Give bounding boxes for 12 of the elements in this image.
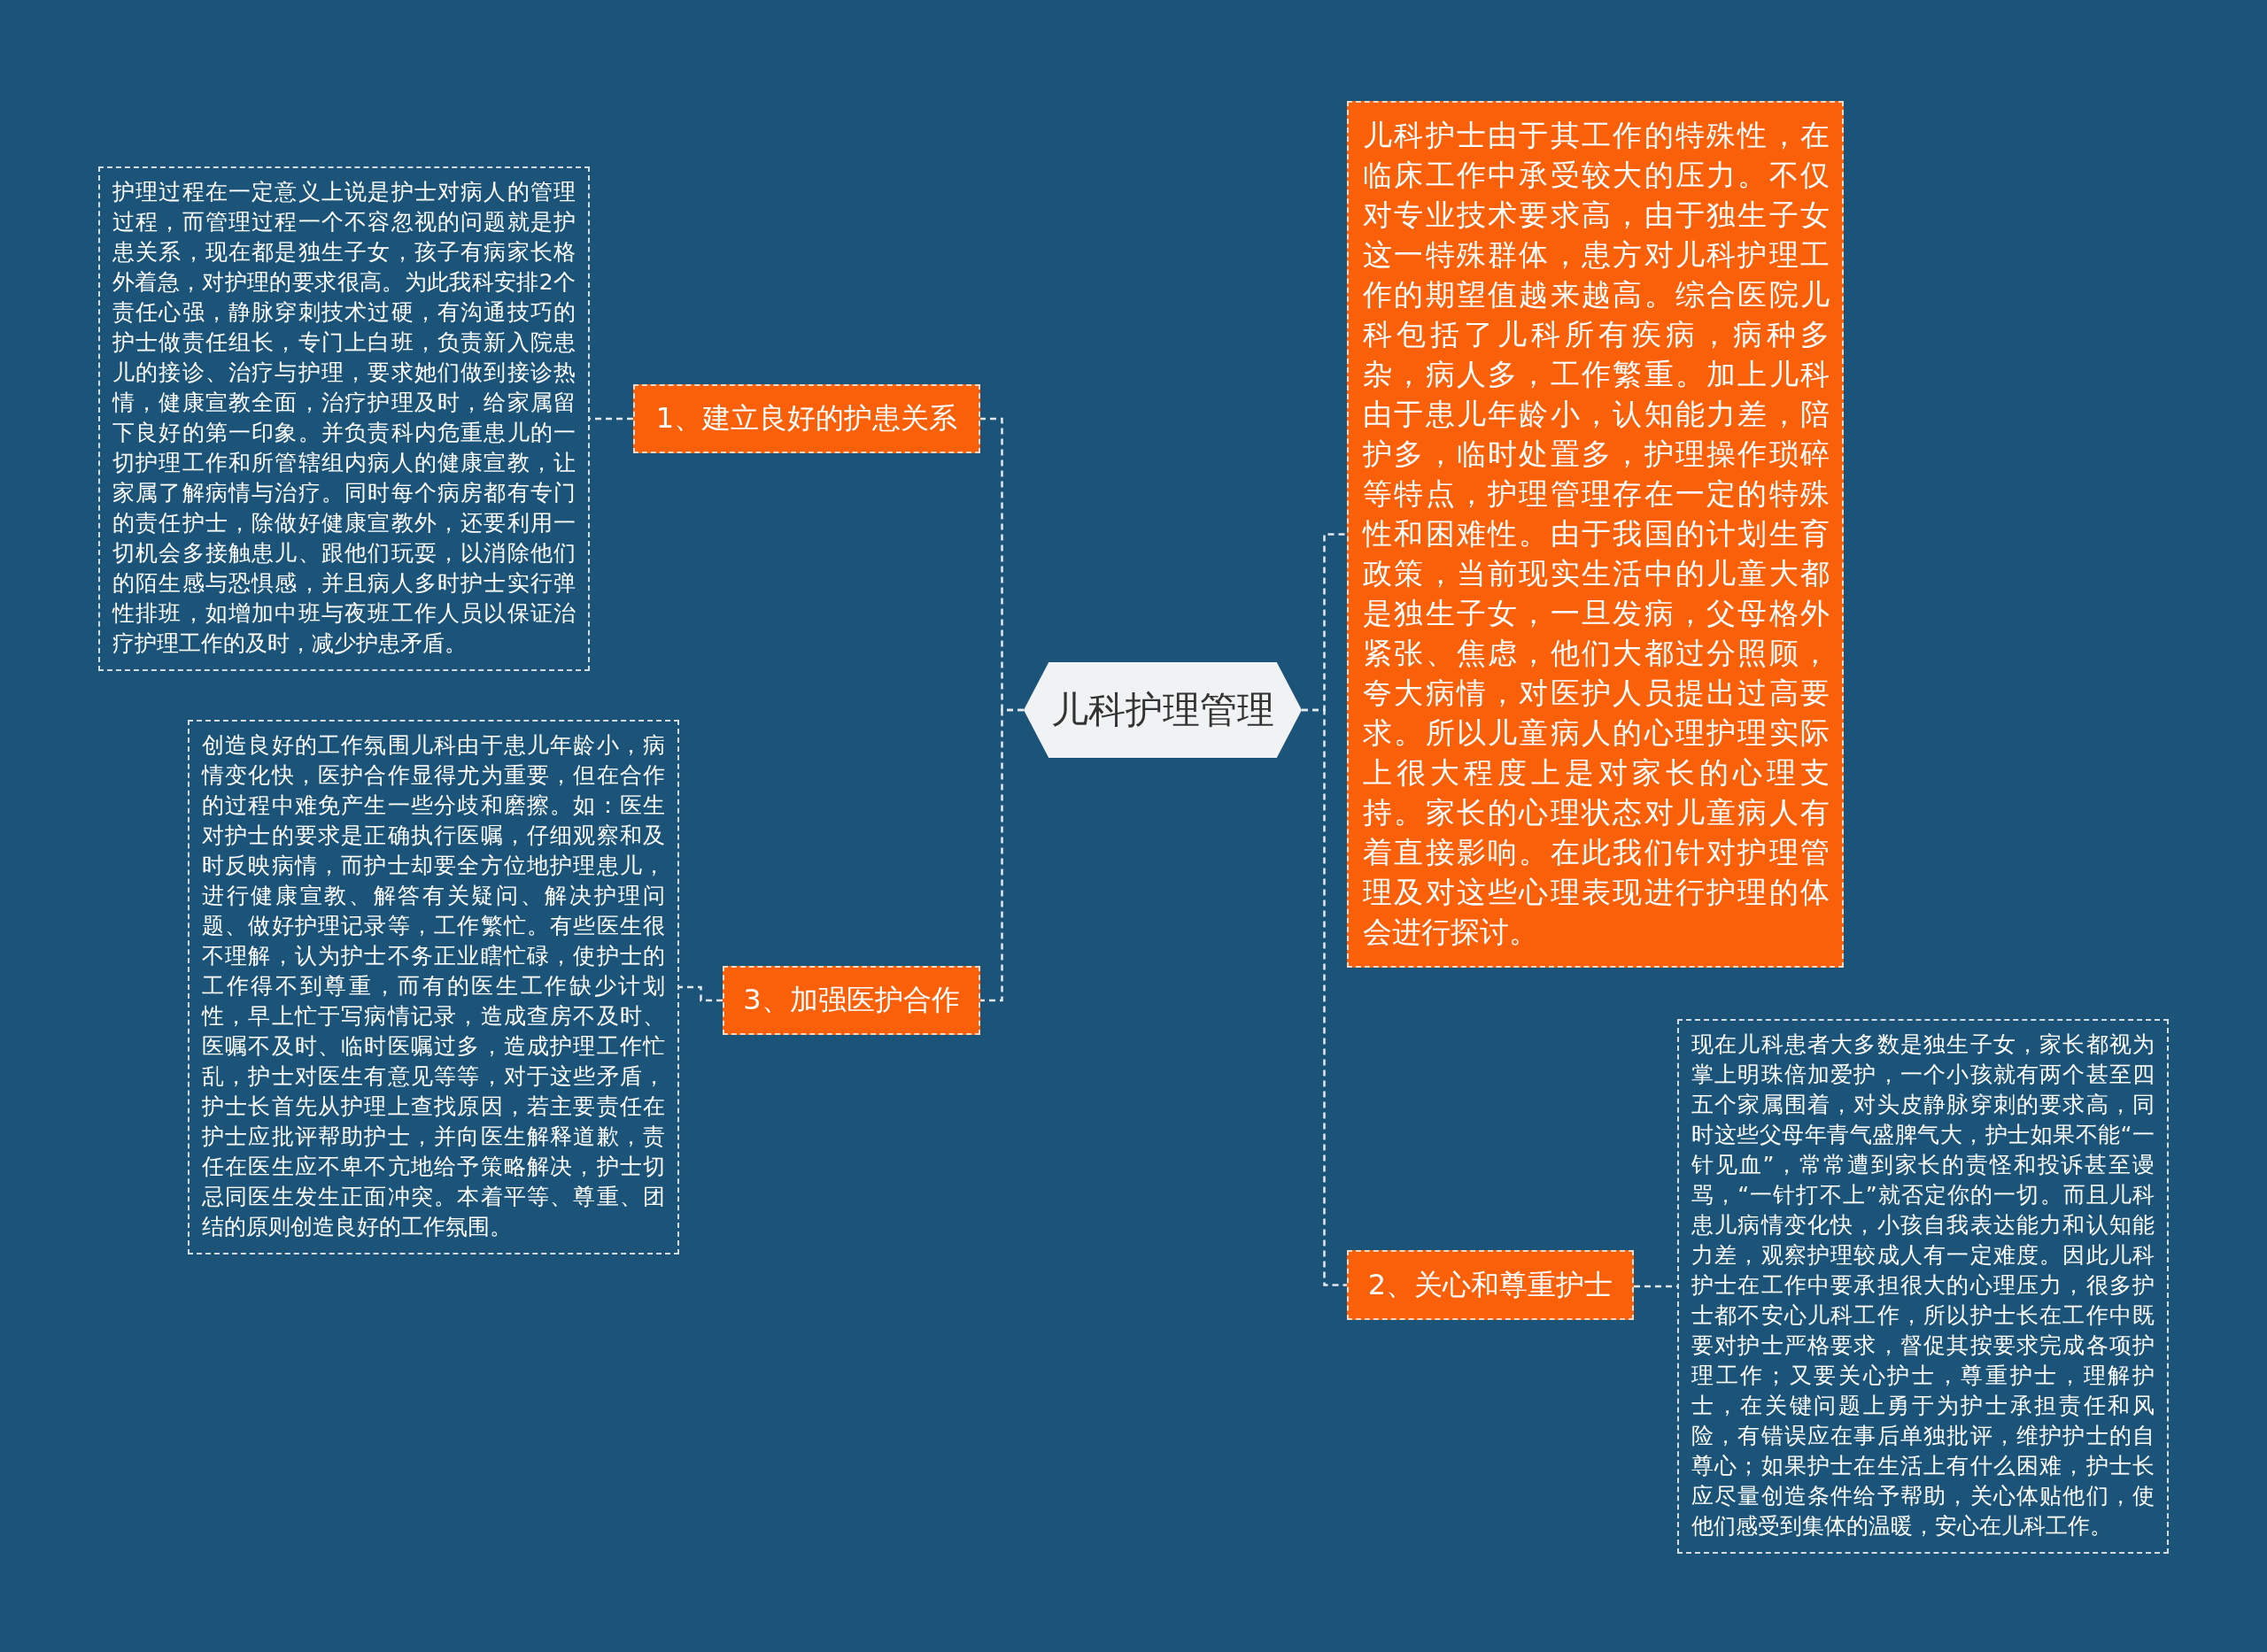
text-box: 护理过程在一定意义上说是护士对病人的管理过程，而管理过程一个不容忽视的问题就是护患关系，现在都是独生子女，孩子有病家长格外着急，对护理的要求很高。为此我科安排2个责任心强，静脉穿刺技术过硬，有沟通技巧的护士做责任组长，专门上白班，负责新入院患儿的接诊、治疗与护理，要求她们做到接诊热情，健康宣教全面，治疗护理及时，给家属留下良好的第一印象。并负责科内危重患儿的一切护理工作和所管辖组内病人的健康宣教，让家属了解病情与治疗。同时每个病房都有专门的责任护士，除做好健康宣教外，还要利用一切机会多接触患儿、跟他们玩耍，以消除他们的陌生感与恐惧感，并且病人多时护士实行弹性排班，如增加中班与夜班工作人员以保证治疗护理工作的及时，减少护患矛盾。	[98, 166, 590, 671]
connector-line	[980, 708, 1024, 1002]
text-box: 创造良好的工作氛围儿科由于患儿年龄小，病情变化快，医护合作显得尤为重要，但在合作的过程中难免产生一些分歧和磨擦。如：医生对护士的要求是正确执行医嘱，仔细观察和及时反映病情，而护士却要全方位地护理患儿，进行健康宣教、解答有关疑问、解决护理问题、做好护理记录等，工作繁忙。有些医生很不理解，认为护士不务正业瞎忙碌，使护士的工作得不到尊重，而有的医生工作缺少计划性，早上忙于写病情记录，造成查房不及时、医嘱不及时、临时医嘱过多，造成护理工作忙乱，护士对医生有意见等等，对于这些矛盾，护士长首先从护理上查找原因，若主要责任在护士应批评帮助护士，并向医生解释道歉，责任在医生应不卑不亢地给予策略解决，护士切忌同医生发生正面冲突。本着平等、尊重、团结的原则创造良好的工作氛围。	[188, 720, 679, 1254]
branch-box: 2、关心和尊重护士	[1347, 1250, 1634, 1320]
connector-line	[590, 417, 633, 421]
branch-box: 1、建立良好的护患关系	[633, 384, 980, 453]
connector-line	[679, 985, 723, 1002]
connector-line	[1302, 708, 1347, 1286]
text-box: 儿科护士由于其工作的特殊性，在临床工作中承受较大的压力。不仅对专业技术要求高，由于独生子女这一特殊群体，患方对儿科护理工作的期望值越来越高。综合医院儿科包括了儿科所有疾病，病种多杂，病人多，工作繁重。加上儿科由于患儿年龄小，认知能力差，陪护多，临时处置多，护理操作琐碎等特点，护理管理存在一定的特殊性和困难性。由于我国的计划生育政策，当前现实生活中的儿童大都是独生子女，一旦发病，父母格外紧张、焦虑，他们大都过分照顾，夸大病情，对医护人员提出过高要求。所以儿童病人的心理护理实际上很大程度上是对家长的心理支持。家长的心理状态对儿童病人有着直接影响。在此我们针对护理管理及对这些心理表现进行护理的体会进行探讨。	[1347, 101, 1844, 968]
connector-line	[1634, 1285, 1677, 1288]
branch-box: 3、加强医护合作	[723, 966, 980, 1035]
text-box: 现在儿科患者大多数是独生子女，家长都视为掌上明珠倍加爱护，一个小孩就有两个甚至四五个家属围着，对头皮静脉穿刺的要求高，同时这些父母年青气盛脾气大，护士如果不能“一针见血”，常常遭到家长的责怪和投诉甚至谩骂，“一针打不上”就否定你的一切。而且儿科患儿病情变化快，小孩自我表达能力和认知能力差，观察护理较成人有一定难度。因此儿科护士在工作中要承担很大的心理压力，很多护士都不安心儿科工作，所以护士长在工作中既要对护士严格要求，督促其按要求完成各项护理工作；又要关心护士，尊重护士，理解护士，在关键问题上勇于为护士承担责任和风险，有错误应在事后单独批评，维护护士的自尊心；如果护士在生活上有什么困难，护士长应尽量创造条件给予帮助，关心体贴他们，使他们感受到集体的温暖，安心在儿科工作。	[1677, 1019, 2169, 1554]
